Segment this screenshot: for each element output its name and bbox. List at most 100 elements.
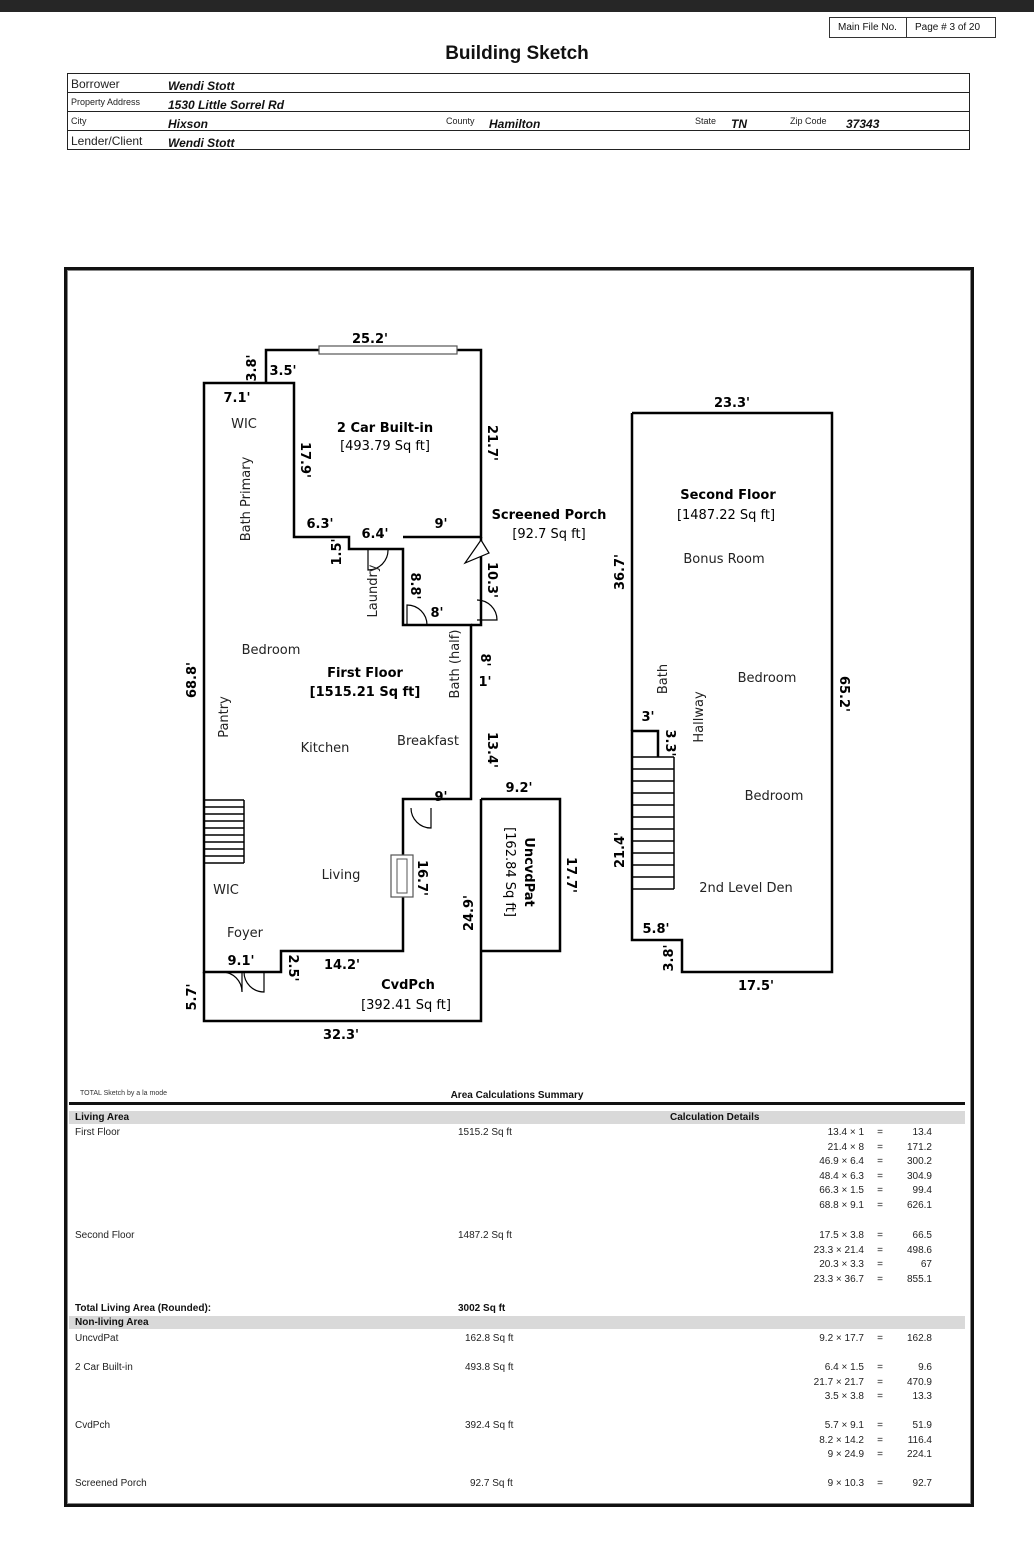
room-label: Bath (656, 664, 671, 694)
uncvdpat-calcs: 9.2 × 17.7=162.8 (770, 1332, 962, 1347)
first-floor-area: 1515.2 Sq ft (458, 1127, 512, 1138)
calc-result: 13.4 (912, 1127, 932, 1138)
dim-label: 7.1' (223, 391, 250, 406)
room-label: Living (322, 868, 361, 883)
dim-label: 9' (434, 517, 447, 532)
dim-label: 25.2' (352, 332, 388, 347)
calc-expression: 17.5 × 3.8 (819, 1230, 864, 1241)
calc-expression: 9 × 10.3 (827, 1478, 864, 1489)
city-value: Hixson (168, 117, 209, 131)
main-file-label: Main File No. (830, 18, 907, 37)
borrower-value: Wendi Stott (168, 79, 235, 93)
dim-label: 3.8' (662, 944, 677, 971)
area-label-garage: 2 Car Built-in (337, 421, 433, 436)
dim-label: 8.8' (407, 572, 422, 599)
subject-info-table: Borrower Wendi Stott Property Address 15… (67, 73, 970, 150)
garage-name: 2 Car Built-in (75, 1362, 133, 1373)
dim-label: 6.3' (306, 517, 333, 532)
calc-equals: = (877, 1376, 883, 1388)
dim-label: 21.4' (613, 832, 628, 868)
calc-line: 23.3 × 21.4=498.6 (770, 1244, 962, 1259)
calc-equals: = (877, 1170, 883, 1182)
room-label: Bedroom (242, 643, 301, 658)
calc-result: 13.3 (912, 1391, 932, 1403)
calc-line: 9 × 10.3=92.7 (770, 1477, 962, 1492)
calc-equals: = (877, 1199, 883, 1211)
room-label: Laundry (366, 564, 381, 617)
total-living-value: 3002 Sq ft (458, 1303, 506, 1314)
calc-line: 5.7 × 9.1=51.9 (770, 1419, 962, 1434)
screened-porch-calcs: 9 × 10.3=92.7 (770, 1477, 962, 1492)
borrower-label: Borrower (71, 77, 120, 91)
calc-expression: 23.3 × 36.7 (813, 1273, 864, 1285)
screened-porch-name: Screened Porch (75, 1478, 147, 1489)
area-sqft-cvd: [392.41 Sq ft] (361, 998, 451, 1013)
area-label-screened: Screened Porch (492, 508, 607, 523)
address-row: Property Address 1530 Little Sorrel Rd (68, 93, 969, 112)
dim-label: 14.2' (324, 958, 360, 973)
calc-expression: 23.3 × 21.4 (813, 1244, 864, 1256)
calc-expression: 5.7 × 9.1 (824, 1420, 864, 1431)
calc-line: 23.3 × 36.7=855.1 (770, 1273, 962, 1288)
calc-line: 21.4 × 8=171.2 (770, 1141, 962, 1156)
zip-label: Zip Code (790, 116, 827, 126)
calc-line: 17.5 × 3.8=66.5 (770, 1229, 962, 1244)
calc-expression: 46.9 × 6.4 (819, 1156, 864, 1168)
borrower-row: Borrower Wendi Stott (68, 74, 969, 93)
area-sqft-second: [1487.22 Sq ft] (677, 508, 775, 523)
calc-equals: = (877, 1127, 883, 1138)
dimension-labels: 25.2' 3.8' 3.5' 7.1' 17.9' 21.7' 6.3' 6.… (185, 332, 851, 1043)
area-labels: 2 Car Built-in [493.79 Sq ft] Screened P… (310, 421, 777, 1013)
garage-area: 493.8 Sq ft (465, 1362, 514, 1373)
floor-plan-drawing: 25.2' 3.8' 3.5' 7.1' 17.9' 21.7' 6.3' 6.… (185, 332, 851, 1043)
calc-line: 13.4 × 1=13.4 (770, 1126, 962, 1141)
dim-label: 36.7' (613, 554, 628, 590)
area-sqft-screened: [92.7 Sq ft] (512, 527, 585, 542)
calc-result: 51.9 (912, 1420, 932, 1431)
room-label: 2nd Level Den (699, 881, 793, 896)
calc-line: 48.4 × 6.3=304.9 (770, 1170, 962, 1185)
dim-label: 5.8' (642, 922, 669, 937)
area-sqft-garage: [493.79 Sq ft] (340, 439, 430, 454)
garage-door (318, 345, 458, 355)
calc-equals: = (877, 1478, 883, 1489)
calc-line: 68.8 × 9.1=626.1 (770, 1199, 962, 1214)
calc-result: 224.1 (906, 1449, 932, 1461)
calc-result: 162.8 (906, 1333, 932, 1344)
dim-label: 6.4' (361, 527, 388, 542)
dim-label: 8' (477, 653, 492, 666)
calc-equals: = (877, 1391, 883, 1403)
calc-line: 46.9 × 6.4=300.2 (770, 1155, 962, 1170)
calc-line: 6.4 × 1.5=9.6 (770, 1361, 962, 1376)
door-swings (221, 538, 498, 993)
calc-result: 171.2 (906, 1141, 932, 1153)
dim-label: 16.7' (414, 860, 429, 896)
room-label: Breakfast (397, 734, 459, 749)
calc-equals: = (877, 1185, 883, 1197)
area-sqft-first: [1515.21 Sq ft] (310, 685, 421, 700)
calc-result: 116.4 (907, 1434, 932, 1446)
screened-porch-area: 92.7 Sq ft (470, 1478, 513, 1489)
second-floor-name: Second Floor (75, 1230, 135, 1241)
fireplace-inner (396, 858, 408, 894)
calc-expression: 3.5 × 3.8 (824, 1391, 864, 1403)
lender-value: Wendi Stott (168, 136, 235, 150)
dim-label: 32.3' (323, 1028, 359, 1043)
calc-expression: 9 × 24.9 (827, 1449, 864, 1461)
sketch-credit: TOTAL Sketch by a la mode (80, 1090, 168, 1097)
dim-label: 21.7' (484, 425, 499, 461)
room-label: Bath Primary (239, 456, 254, 541)
state-value: TN (731, 117, 747, 131)
dim-label: 13.4' (484, 732, 499, 768)
dim-label: 5.7' (185, 983, 200, 1010)
dim-label: 24.9' (462, 895, 477, 931)
calc-line: 21.7 × 21.7=470.9 (770, 1376, 962, 1391)
area-sqft-uncvd: [162.84 Sq ft] (502, 827, 517, 917)
address-label: Property Address (71, 97, 141, 107)
uncvdpat-area: 162.8 Sq ft (465, 1333, 514, 1344)
nonliving-header: Non-living Area (75, 1317, 149, 1328)
area-summary-title: Area Calculations Summary (450, 1090, 584, 1101)
